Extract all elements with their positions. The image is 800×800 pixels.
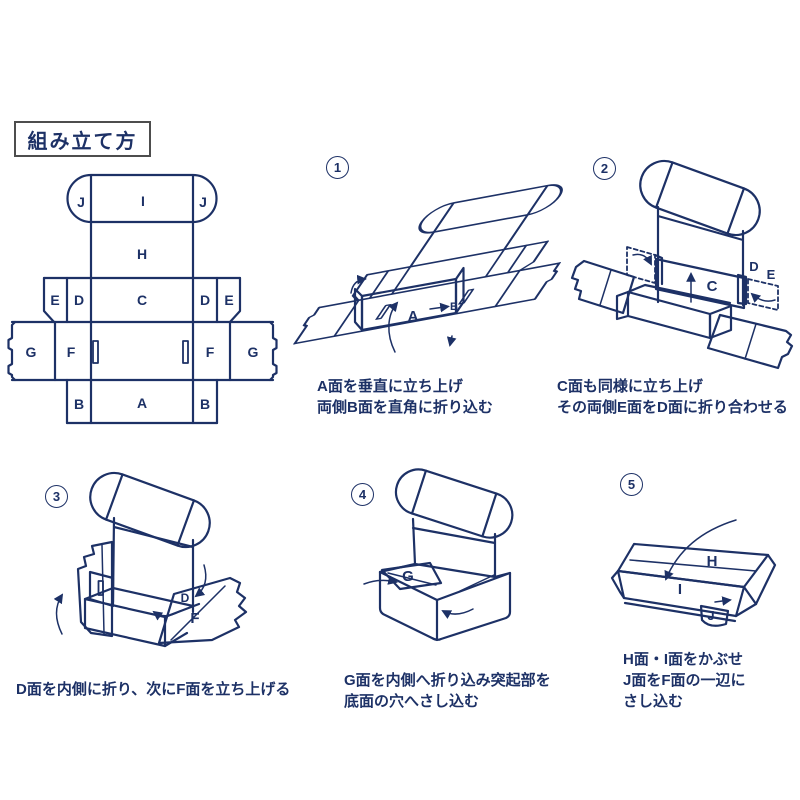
step-2-right-e-flap-dashed	[747, 278, 779, 311]
slot	[97, 580, 104, 596]
step-5-caption: H面・I面をかぶせ J面をF面の一辺に さし込む	[623, 651, 746, 710]
step-4-number: 4	[351, 483, 374, 506]
panel-label-b-right: B	[200, 396, 210, 412]
step-4-lid-flap	[394, 468, 514, 539]
panel-label-f-left: F	[67, 344, 76, 360]
step-2-left-strip	[570, 259, 636, 315]
fold-e-left-arrow	[632, 253, 652, 266]
step-1-illustration: A B	[293, 184, 563, 353]
panel-label-j-left: J	[77, 194, 85, 210]
step-4-caption: G面を内側へ折り込み突起部を 底面の穴へさし込む	[344, 672, 551, 710]
step-5-closed-box	[610, 542, 777, 627]
step-2-number: 2	[593, 157, 616, 180]
step-3-illustration: D F	[53, 471, 248, 648]
small-down-arrow	[446, 335, 457, 347]
panel-label-e-left: E	[50, 292, 59, 308]
step-5-label-h: H	[707, 553, 718, 570]
step-2-lid-flap	[639, 159, 761, 237]
step-4-open-box	[378, 561, 512, 642]
step-2-right-strip	[706, 313, 794, 370]
step-2-left-e-flap-dashed	[626, 246, 656, 284]
panel-label-f-right: F	[206, 344, 215, 360]
step-3-left-wing	[76, 540, 114, 638]
flat-template-diagram: J I J H E D C D E G F F G B A B	[7, 173, 278, 425]
template-outline	[7, 173, 278, 425]
step-3-label-d: D	[181, 591, 190, 605]
fold-line	[744, 323, 757, 360]
fold-inward-arrow	[152, 610, 181, 621]
step-1-number: 1	[326, 156, 349, 179]
step-2-left-d-wall	[653, 253, 664, 286]
step-3-number: 3	[45, 485, 68, 508]
step-3-lid-flap	[89, 471, 211, 549]
close-lid-arrow	[664, 519, 737, 581]
raise-left-arrow	[53, 593, 64, 635]
fold-e-right-arrow	[750, 292, 776, 303]
step-2-label-d: D	[749, 259, 758, 274]
panel-label-h: H	[137, 246, 147, 262]
panel-label-i: I	[141, 193, 145, 209]
step-2-right-d-wall	[736, 273, 748, 306]
step-2-label-c: C	[707, 278, 718, 295]
fold-in-arrow-left	[350, 274, 367, 294]
panel-label-a: A	[137, 395, 147, 411]
step-4-illustration: G	[363, 468, 514, 642]
tuck-arrow	[441, 608, 474, 619]
tuck-j-arrow	[714, 596, 732, 606]
fold-line	[170, 585, 226, 641]
step-4-label-g: G	[402, 568, 414, 585]
step-3-caption: D面を内側に折り、次にF面を立ち上げる	[16, 681, 291, 698]
panel-label-c: C	[137, 292, 147, 308]
step-1-label-b: B	[450, 301, 458, 313]
fold-in-arrow-right	[429, 302, 450, 313]
step-1-flat-sheet	[293, 184, 563, 345]
fold-line	[599, 269, 612, 306]
panel-label-b-left: B	[74, 396, 84, 412]
panel-label-e-right: E	[224, 292, 233, 308]
step-2-illustration: C D E	[570, 159, 794, 370]
panel-label-d-right: D	[200, 292, 210, 308]
step-2-label-e: E	[767, 267, 776, 282]
panel-label-d-left: D	[74, 292, 84, 308]
step-1-caption: A面を垂直に立ち上げ 両側B面を直角に折り込む	[317, 378, 493, 416]
step-5-label-i: I	[678, 581, 682, 598]
panel-label-g-left: G	[26, 344, 37, 360]
step-5-label-j: J	[707, 608, 714, 623]
step-5-illustration: H I J	[610, 519, 777, 627]
step-4-back-panel	[411, 517, 497, 579]
page-title: 組み立て方	[14, 121, 151, 157]
step-1-raised-walls	[353, 266, 465, 332]
step-1-label-a: A	[408, 308, 419, 325]
step-2-tray	[615, 283, 733, 340]
panel-label-j-right: J	[199, 194, 207, 210]
step-2-c-wall	[654, 257, 746, 310]
panel-label-g-right: G	[248, 344, 259, 360]
fold-up-arrow	[388, 301, 399, 353]
fold-g-arrow	[363, 575, 398, 585]
step-2-caption: C面も同様に立ち上げ その両側E面をD面に折り合わせる	[557, 378, 788, 416]
fold-d-arrow	[194, 564, 207, 598]
step-3-right-wing	[157, 576, 248, 645]
step-5-number: 5	[620, 473, 643, 496]
step-3-tray	[83, 586, 201, 648]
step-3-label-f: F	[190, 610, 199, 627]
